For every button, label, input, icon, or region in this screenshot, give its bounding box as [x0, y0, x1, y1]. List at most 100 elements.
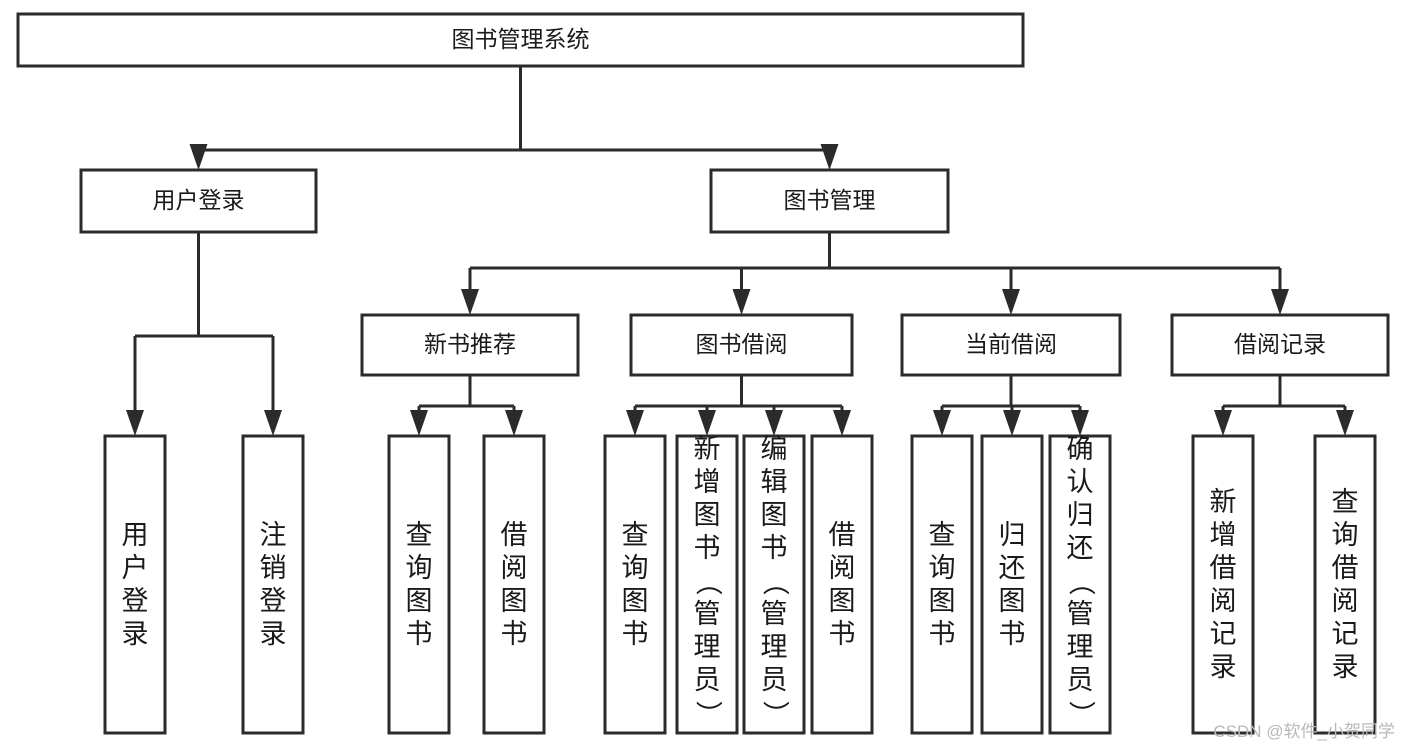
node-label-char: （: [760, 569, 790, 596]
node-box[interactable]: [387, 434, 451, 735]
node-label-char: 图: [999, 586, 1026, 616]
node-用户登录[interactable]: 用户登录: [79, 168, 318, 234]
node-box[interactable]: [910, 434, 974, 735]
node-label-char: 图: [694, 500, 721, 530]
arrow-head-icon: [264, 410, 282, 436]
node-box[interactable]: [629, 313, 854, 377]
node-label-char: 员: [761, 665, 788, 695]
node-box[interactable]: [16, 12, 1025, 68]
node-box[interactable]: [810, 434, 874, 735]
node-box[interactable]: [742, 434, 806, 735]
node-label-char: （: [1066, 569, 1096, 596]
node-label-char: 查: [406, 520, 433, 550]
node-box[interactable]: [79, 168, 318, 234]
node-当前借阅[interactable]: 当前借阅: [900, 313, 1122, 377]
node-label-char: ）: [1066, 701, 1096, 728]
node-box[interactable]: [482, 434, 546, 735]
node-box[interactable]: [980, 434, 1044, 735]
node-label-char: 编: [761, 434, 788, 464]
node-box[interactable]: [241, 434, 305, 735]
node-label-char: 员: [1067, 665, 1094, 695]
node-图书管理[interactable]: 图书管理: [709, 168, 950, 234]
node-label-char: 阅: [1332, 586, 1359, 616]
arrow-head-icon: [1003, 410, 1021, 436]
node-box[interactable]: [1048, 434, 1112, 735]
node-label-char: 辑: [761, 467, 788, 497]
node-box[interactable]: [675, 434, 739, 735]
arrow-head-icon: [1214, 410, 1232, 436]
node-label: 新书推荐: [424, 331, 516, 357]
node-label-char: 认: [1067, 467, 1094, 497]
node-图书管理系统[interactable]: 图书管理系统: [16, 12, 1025, 68]
node-label-char: 理: [1067, 632, 1094, 662]
node-label-char: ）: [760, 701, 790, 728]
node-label-char: 书: [999, 619, 1026, 649]
node-label-char: 用: [122, 520, 149, 550]
node-label: 当前借阅: [965, 331, 1057, 357]
arrow-head-icon: [461, 289, 479, 315]
node-新书推荐[interactable]: 新书推荐: [360, 313, 580, 377]
node-label: 图书管理系统: [452, 26, 590, 52]
arrow-head-icon: [626, 410, 644, 436]
node-label-char: 登: [260, 586, 287, 616]
arrow-head-icon: [1071, 410, 1089, 436]
arrow-head-icon: [1336, 410, 1354, 436]
node-label-char: （: [693, 569, 723, 596]
node-用户登录[interactable]: 用户登录: [103, 434, 167, 735]
connector-layer: [126, 66, 1354, 436]
node-label-char: 书: [622, 619, 649, 649]
arrow-head-icon: [126, 410, 144, 436]
node-label-char: 阅: [501, 553, 528, 583]
node-label-char: 询: [406, 553, 433, 583]
node-label-char: 阅: [829, 553, 856, 583]
node-label-char: 记: [1210, 619, 1237, 649]
arrow-head-icon: [1271, 289, 1289, 315]
node-box[interactable]: [709, 168, 950, 234]
node-label-char: 归: [1067, 500, 1094, 530]
node-label-char: 新: [1210, 487, 1237, 517]
node-label-char: 借: [501, 520, 528, 550]
node-layer: 图书管理系统用户登录图书管理新书推荐图书借阅当前借阅借阅记录用户登录注销登录查询…: [16, 12, 1390, 735]
node-label-char: 查: [929, 520, 956, 550]
node-box[interactable]: [1170, 313, 1390, 377]
node-label-char: 管: [1067, 599, 1094, 629]
node-借阅记录[interactable]: 借阅记录: [1170, 313, 1390, 377]
arrow-head-icon: [820, 144, 839, 170]
arrow-head-icon: [833, 410, 851, 436]
node-label-char: 录: [1332, 652, 1359, 682]
node-label-char: 书: [406, 619, 433, 649]
arrow-head-icon: [1002, 289, 1020, 315]
node-box[interactable]: [103, 434, 167, 735]
node-label: 图书借阅: [696, 331, 788, 357]
node-box[interactable]: [1313, 434, 1377, 735]
node-label-char: 书: [829, 619, 856, 649]
node-label-char: 图: [761, 500, 788, 530]
node-图书借阅[interactable]: 图书借阅: [629, 313, 854, 377]
node-label-char: 员: [694, 665, 721, 695]
node-label-char: 借: [829, 520, 856, 550]
node-label-char: 增: [1210, 520, 1237, 550]
node-label-char: 书: [694, 533, 721, 563]
node-label: 用户登录: [153, 187, 245, 213]
node-box[interactable]: [603, 434, 667, 735]
arrow-head-icon: [765, 410, 783, 436]
node-label-char: 图: [501, 586, 528, 616]
node-box[interactable]: [360, 313, 580, 377]
node-box[interactable]: [900, 313, 1122, 377]
node-box[interactable]: [1191, 434, 1255, 735]
node-label-char: 借: [1332, 553, 1359, 583]
